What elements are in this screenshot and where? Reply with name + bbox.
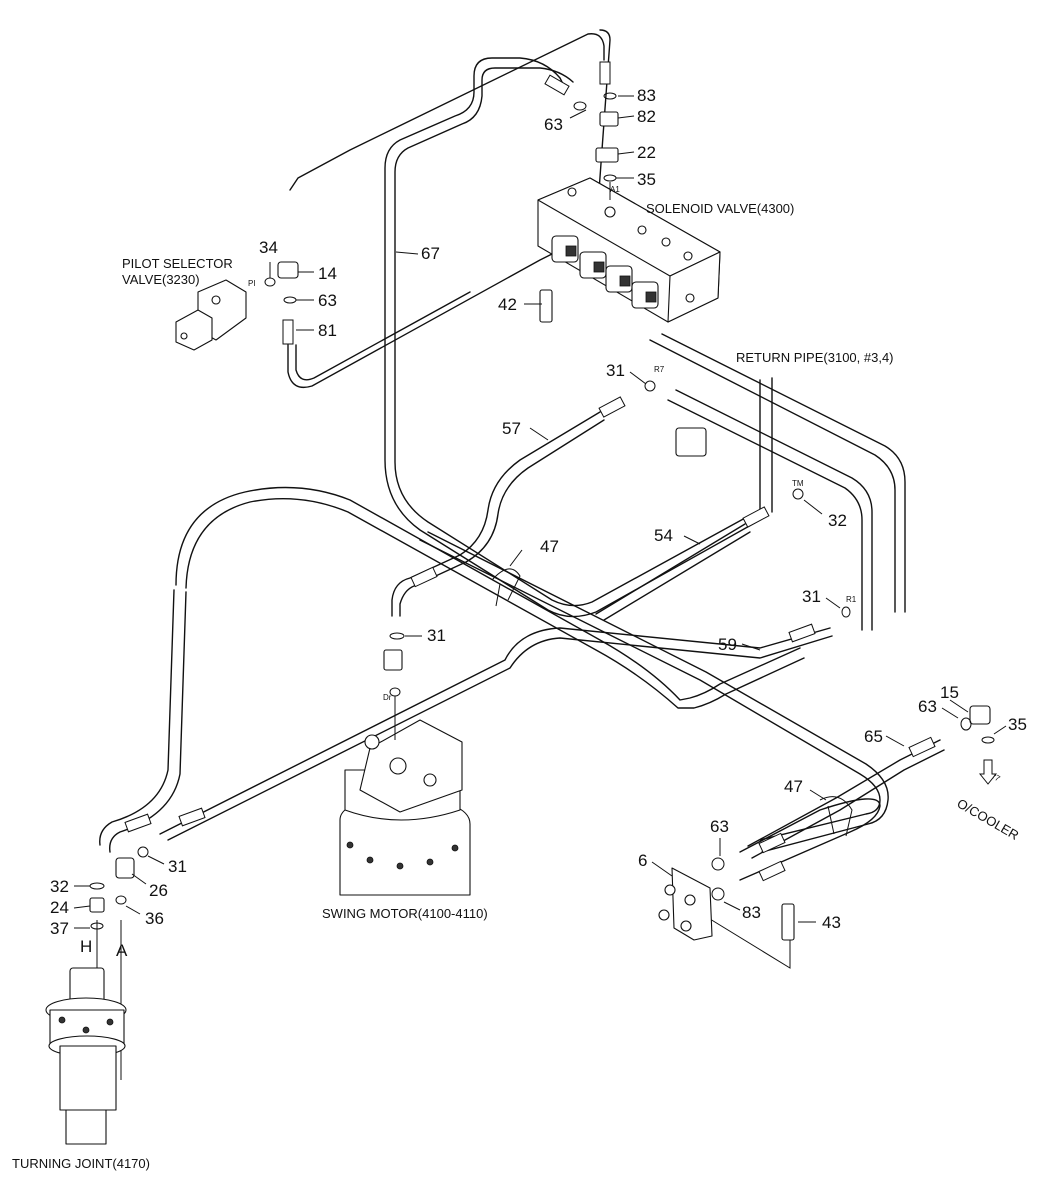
port-a: A	[116, 941, 128, 960]
callout-31-mid: 31	[427, 626, 446, 645]
hose-crimps	[124, 61, 936, 882]
callout-82: 82	[637, 107, 656, 126]
callout-22: 22	[637, 143, 656, 162]
return-pipe	[649, 333, 906, 613]
port-r1: R1	[846, 595, 857, 604]
port-r7-cooler: r7	[991, 772, 1002, 784]
label-return-pipe: RETURN PIPE(3100, #3,4)	[736, 350, 894, 365]
swing-motor	[339, 719, 471, 896]
callout-63-bracket: 63	[710, 817, 729, 836]
label-swing-motor: SWING MOTOR(4100-4110)	[322, 906, 488, 921]
callout-32-left: 32	[50, 877, 69, 896]
port-r7: R7	[654, 365, 665, 374]
callout-numbers: 83 63 82 22 35 34 14 63 81 67 42 31 57 3…	[50, 86, 1027, 938]
pipe-long-lower	[99, 589, 175, 846]
callout-31-r1: 31	[802, 587, 821, 606]
callout-47-right: 47	[784, 777, 803, 796]
callout-59: 59	[718, 635, 737, 654]
port-tm: TM	[792, 479, 804, 488]
callout-31-r7: 31	[606, 361, 625, 380]
hose-59	[159, 627, 831, 835]
label-pilot-selector-2: VALVE(3230)	[122, 272, 200, 287]
callout-35-right: 35	[1008, 715, 1027, 734]
callout-36: 36	[145, 909, 164, 928]
hose-81	[287, 29, 611, 389]
callout-57: 57	[502, 419, 521, 438]
callout-83-top: 83	[637, 86, 656, 105]
callout-42: 42	[498, 295, 517, 314]
callout-24: 24	[50, 898, 69, 917]
pipes	[96, 29, 945, 1080]
callout-35-top: 35	[637, 170, 656, 189]
label-solenoid-valve: SOLENOID VALVE(4300)	[646, 201, 794, 216]
callout-6: 6	[638, 851, 647, 870]
callout-15: 15	[940, 683, 959, 702]
callout-43: 43	[822, 913, 841, 932]
label-oil-cooler: O/COOLER	[955, 796, 1022, 843]
callout-63-right: 63	[918, 697, 937, 716]
pilot-selector-valve	[175, 279, 247, 351]
callout-67: 67	[421, 244, 440, 263]
hose-54	[595, 523, 746, 615]
port-dr: Dr	[383, 693, 392, 702]
callout-34: 34	[259, 238, 278, 257]
callout-65: 65	[864, 727, 883, 746]
turning-joint	[45, 967, 127, 1145]
callout-63-left: 63	[318, 291, 337, 310]
port-marks: PI A1 R7 TM R1 Dr r7 H A	[80, 185, 1002, 960]
callout-32-tm: 32	[828, 511, 847, 530]
component-labels: PILOT SELECTOR VALVE(3230) SOLENOID VALV…	[12, 201, 1021, 1171]
callout-54: 54	[654, 526, 673, 545]
callout-31-left: 31	[168, 857, 187, 876]
hose-57	[391, 411, 601, 617]
callout-26: 26	[149, 881, 168, 900]
port-a1: A1	[610, 185, 620, 194]
callout-47-mid: 47	[540, 537, 559, 556]
callout-14: 14	[318, 264, 337, 283]
leader-lines	[73, 95, 1007, 929]
hose-65	[739, 798, 881, 881]
port-pi: PI	[248, 279, 256, 288]
solenoid-valve	[537, 177, 721, 323]
callout-37: 37	[50, 919, 69, 938]
callout-81: 81	[318, 321, 337, 340]
label-turning-joint: TURNING JOINT(4170)	[12, 1156, 150, 1171]
fittings	[89, 111, 991, 941]
callout-63-top: 63	[544, 115, 563, 134]
pipe-long-upper	[175, 486, 801, 701]
bracket-6	[658, 867, 713, 941]
solenoid-coils	[551, 235, 659, 309]
callout-83-bracket: 83	[742, 903, 761, 922]
hose-67	[384, 57, 761, 618]
port-h: H	[80, 937, 92, 956]
label-pilot-selector-1: PILOT SELECTOR	[122, 256, 233, 271]
